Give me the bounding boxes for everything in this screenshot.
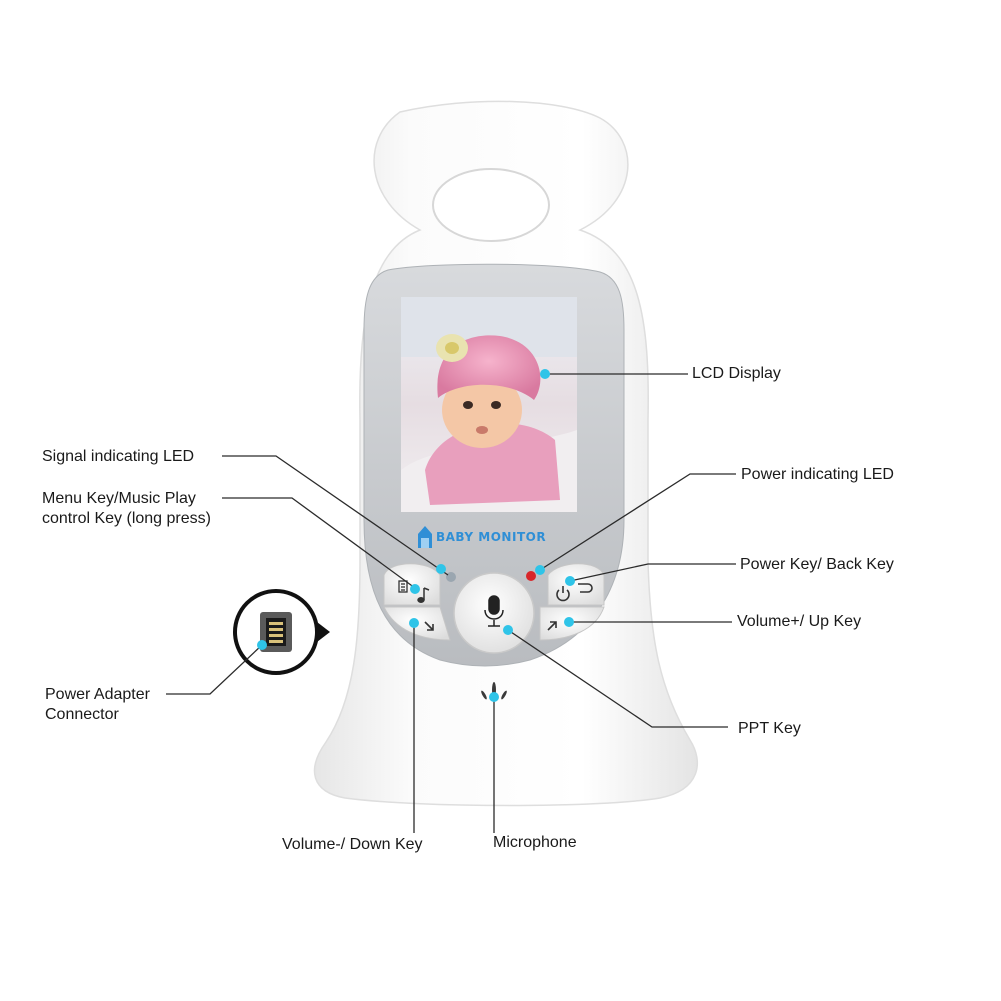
pointer-ppt-key	[503, 625, 513, 635]
label-menu-key-line2: control Key (long press)	[42, 510, 211, 527]
label-menu-key-line1: Menu Key/Music Play	[42, 490, 196, 507]
power-led	[526, 571, 536, 581]
leader-signal-led	[222, 455, 449, 576]
signal-led	[446, 572, 456, 582]
pointer-power-led	[535, 565, 545, 575]
power-icon	[556, 586, 570, 602]
pointer-microphone	[489, 692, 499, 702]
label-microphone: Microphone	[493, 834, 577, 851]
label-volume-down: Volume-/ Down Key	[282, 836, 423, 853]
pointer-volume-up	[564, 617, 574, 627]
label-power-adapter-line1: Power Adapter	[45, 686, 150, 703]
music-note-icon	[417, 587, 430, 603]
label-power-key: Power Key/ Back Key	[740, 556, 894, 573]
leader-power-adapter	[166, 644, 263, 695]
menu-music-button[interactable]	[383, 563, 441, 606]
label-volume-up: Volume+/ Up Key	[737, 613, 862, 630]
power-back-button[interactable]	[547, 563, 605, 606]
leader-ppt-key	[507, 629, 728, 728]
brand-text: BABY MONITOR	[436, 530, 547, 544]
leader-power-key	[569, 563, 736, 582]
volume-down-icon	[424, 621, 434, 631]
brand-logo-icon	[418, 526, 432, 548]
lcd-screen	[401, 297, 577, 512]
volume-up-icon	[547, 621, 557, 631]
microphone-icon	[484, 595, 504, 627]
label-signal-led: Signal indicating LED	[42, 448, 195, 465]
label-ppt-key: PPT Key	[738, 720, 801, 737]
label-power-adapter: Power Adapter Connector	[45, 685, 150, 725]
menu-list-icon	[398, 580, 408, 593]
pointer-signal-led	[436, 564, 446, 574]
label-menu-key: Menu Key/Music Play control Key (long pr…	[42, 489, 211, 529]
pointer-dots	[257, 369, 575, 702]
label-lcd-display: LCD Display	[692, 365, 781, 382]
power-connector-inset	[233, 589, 330, 675]
pointer-menu-key	[410, 584, 420, 594]
leader-menu-key	[222, 497, 416, 589]
back-arrow-icon	[578, 583, 593, 593]
leader-power-led	[539, 473, 736, 571]
pointer-lcd-display	[540, 369, 550, 379]
pointer-power-adapter	[257, 640, 267, 650]
leader-lines	[166, 373, 736, 833]
label-power-adapter-line2: Connector	[45, 706, 119, 723]
pointer-power-key	[565, 576, 575, 586]
label-power-led: Power indicating LED	[741, 466, 894, 483]
pointer-volume-down	[409, 618, 419, 628]
